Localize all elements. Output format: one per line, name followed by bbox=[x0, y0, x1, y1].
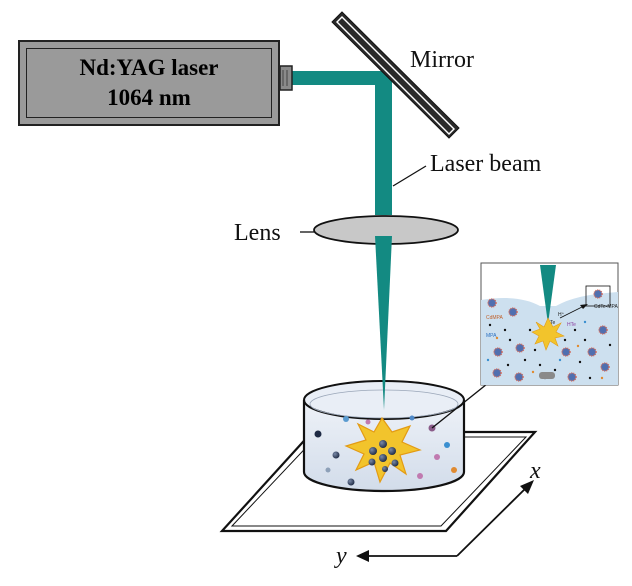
mirror bbox=[331, 11, 460, 139]
process-inset bbox=[480, 262, 619, 386]
mirror-label: Mirror bbox=[410, 47, 474, 73]
inset-label-te: Te bbox=[550, 320, 556, 326]
laser-nozzle bbox=[279, 65, 293, 91]
nanoparticles-dispersed bbox=[314, 415, 457, 486]
stage-platform-inner bbox=[230, 436, 528, 527]
axis-y-label: y bbox=[336, 543, 347, 569]
laser-source: Nd:YAG laser 1064 nm bbox=[18, 40, 280, 126]
axis-x-label: x bbox=[530, 458, 541, 484]
inset-label-cdte-mpa: CdTe-MPA bbox=[594, 304, 618, 310]
laser-wavelength: 1064 nm bbox=[107, 85, 191, 110]
laser-beam-label: Laser beam bbox=[430, 151, 542, 177]
inset-label-hte: HTe bbox=[567, 322, 576, 328]
axis-y-arrow bbox=[356, 550, 457, 562]
laser-source-name: Nd:YAG laser bbox=[79, 55, 219, 80]
laser-beam bbox=[292, 71, 392, 410]
plasma-burst bbox=[344, 416, 422, 484]
lens-label: Lens bbox=[234, 220, 281, 246]
nanoparticles-center bbox=[368, 440, 399, 472]
zoom-line bbox=[431, 383, 488, 429]
axis-x-arrow bbox=[456, 480, 534, 557]
laser-beam-leader bbox=[392, 165, 427, 187]
laser-source-panel: Nd:YAG laser 1064 nm bbox=[26, 48, 272, 118]
inset-label-h: H⁺ bbox=[558, 312, 565, 318]
inset-label-cdmpa: CdMPA bbox=[486, 315, 503, 321]
inset-label-mpa: MPA bbox=[486, 333, 497, 339]
